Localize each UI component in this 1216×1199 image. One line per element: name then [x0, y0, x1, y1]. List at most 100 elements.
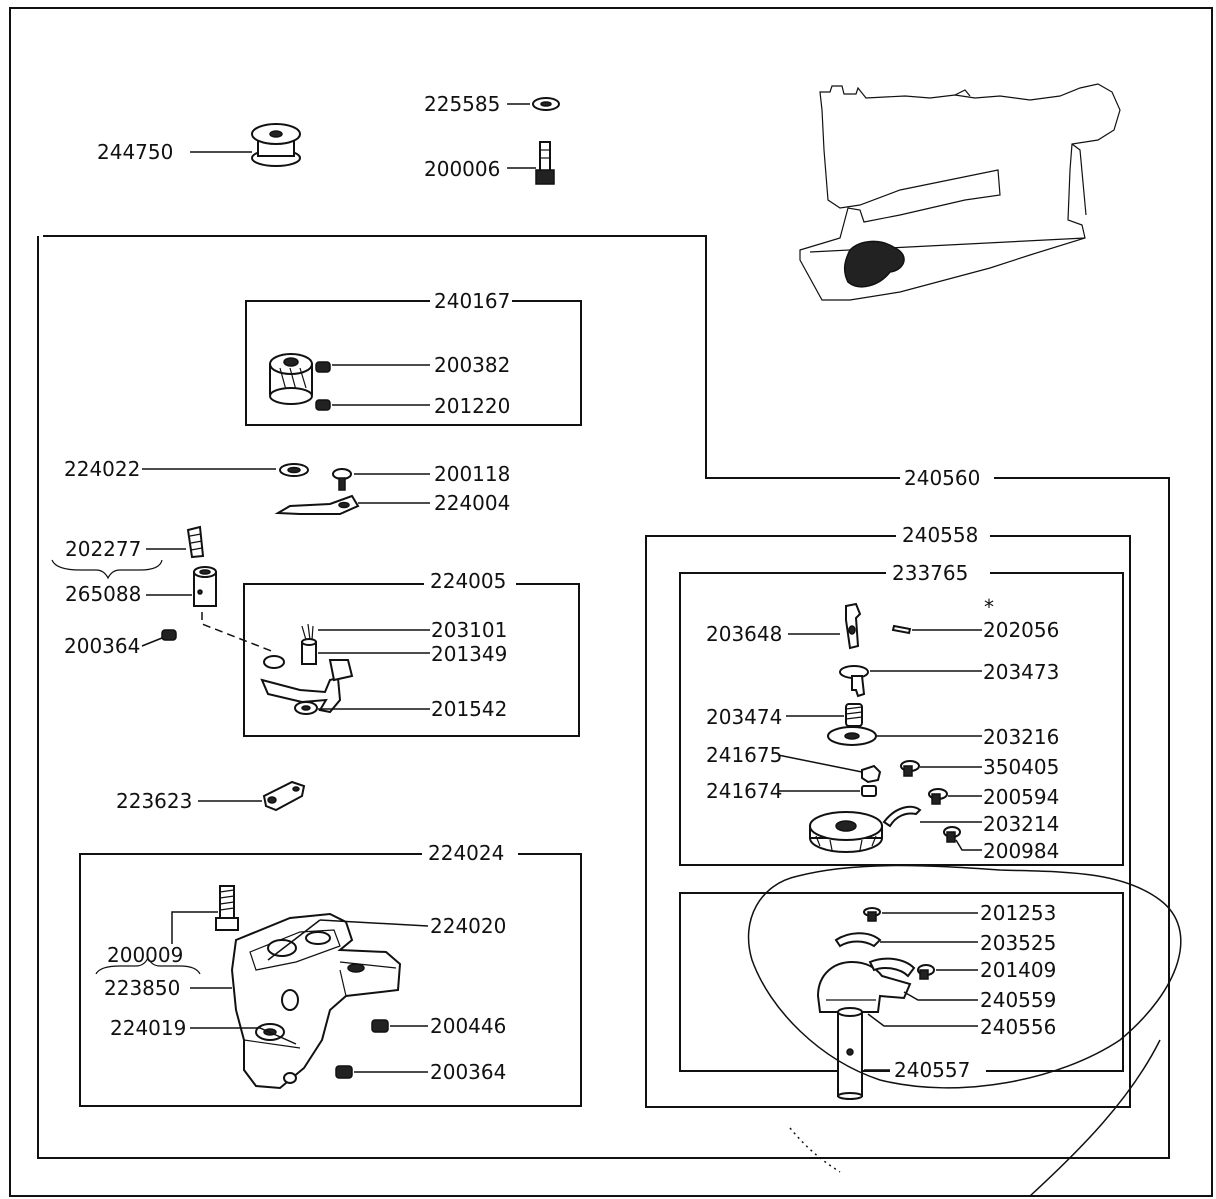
label-225585: 225585 — [424, 92, 500, 116]
bobbin-case-233765 — [809, 811, 883, 853]
label-224019: 224019 — [110, 1016, 186, 1040]
label-203473: 203473 — [983, 660, 1059, 684]
bolt-200009 — [215, 885, 239, 931]
link-223623 — [262, 780, 306, 812]
gib-203525 — [834, 932, 882, 948]
label-202056: 202056 — [983, 618, 1059, 642]
label-240558: 240558 — [902, 523, 978, 547]
hook-240556 — [816, 957, 916, 1100]
label-240557: 240557 — [894, 1058, 970, 1082]
label-200006: 200006 — [424, 157, 500, 181]
leader-224020-a — [267, 919, 321, 961]
leader-241675 — [777, 754, 863, 773]
screw-201409 — [917, 964, 935, 980]
group-240558-box — [645, 535, 1131, 1108]
leader-200984 — [955, 839, 982, 851]
label-203474: 203474 — [706, 705, 782, 729]
label-200382: 200382 — [434, 353, 510, 377]
label-241674: 241674 — [706, 779, 782, 803]
hook-base-223850 — [230, 912, 402, 1090]
label-203216: 203216 — [983, 725, 1059, 749]
hand-drawn-circle — [747, 864, 1182, 1089]
washer-224022 — [279, 463, 309, 477]
pin-202056 — [891, 624, 912, 635]
washer-225585 — [532, 97, 560, 111]
group-240167-box — [245, 300, 582, 426]
label-203648: 203648 — [706, 622, 782, 646]
label-201220: 201220 — [434, 394, 510, 418]
group-224024-box — [79, 853, 582, 1107]
label-223623: 223623 — [116, 789, 192, 813]
label-200364-a: 200364 — [64, 634, 140, 658]
leader-240559 — [903, 991, 978, 1001]
lever-224005 — [260, 655, 354, 714]
label-203525: 203525 — [980, 931, 1056, 955]
latch-203648 — [845, 602, 862, 650]
outer-frame — [9, 7, 1213, 1197]
leader-224019 — [190, 1027, 297, 1045]
wick-202277 — [186, 525, 205, 559]
screw-200364-b — [335, 1065, 353, 1079]
nut-201542 — [294, 701, 318, 715]
label-240167: 240167 — [434, 289, 510, 313]
label-224004: 224004 — [434, 491, 510, 515]
label-201253: 201253 — [980, 901, 1056, 925]
label-200364-b: 200364 — [430, 1060, 506, 1084]
tube-201349 — [301, 638, 317, 665]
label-240559: 240559 — [980, 988, 1056, 1012]
group-240560-outline — [37, 235, 1170, 1159]
alignment-dashed-line — [201, 612, 275, 653]
leader-200364-a — [141, 637, 163, 647]
spring-203214 — [882, 805, 922, 828]
label-200446: 200446 — [430, 1014, 506, 1038]
label-350405: 350405 — [983, 755, 1059, 779]
label-224022: 224022 — [64, 457, 140, 481]
label-224020: 224020 — [430, 914, 506, 938]
label-200594: 200594 — [983, 785, 1059, 809]
label-240560: 240560 — [904, 466, 980, 490]
hand-drawn-stroke-right — [1029, 1039, 1161, 1197]
label-200009: 200009 — [107, 943, 183, 967]
screw-201220 — [315, 399, 331, 411]
screw-200364-a — [161, 629, 177, 641]
leader-240556 — [867, 1013, 978, 1027]
label-223850: 223850 — [104, 976, 180, 1000]
screw-200446 — [371, 1019, 389, 1033]
screw-201253 — [863, 907, 881, 922]
screw-200118 — [332, 468, 352, 491]
label-233765: 233765 — [892, 561, 968, 585]
spring-203474 — [845, 703, 863, 727]
screw-200984 — [943, 826, 961, 843]
label-200984: 200984 — [983, 839, 1059, 863]
gear-240167 — [269, 353, 313, 405]
screw-200594 — [928, 788, 948, 805]
label-201542: 201542 — [431, 697, 507, 721]
plate-224004 — [274, 494, 360, 515]
wick-203101 — [301, 623, 314, 641]
disc-203216 — [827, 726, 877, 746]
sewing-machine-illustration — [799, 83, 1121, 301]
leader-200009 — [171, 911, 218, 944]
bobbin-244750 — [251, 123, 301, 167]
label-240556: 240556 — [980, 1015, 1056, 1039]
label-224005: 224005 — [430, 569, 506, 593]
asterisk-mark: * — [984, 595, 994, 619]
clip-241675 — [861, 764, 882, 784]
label-200118: 200118 — [434, 462, 510, 486]
group-224005-box — [243, 583, 580, 737]
part-203473 — [839, 665, 869, 698]
label-201409: 201409 — [980, 958, 1056, 982]
label-203214: 203214 — [983, 812, 1059, 836]
label-202277: 202277 — [65, 537, 141, 561]
label-241675: 241675 — [706, 743, 782, 767]
label-224024: 224024 — [428, 841, 504, 865]
label-201349: 201349 — [431, 642, 507, 666]
label-203101: 203101 — [431, 618, 507, 642]
clip-241674 — [861, 785, 877, 797]
brace-202277-265088 — [51, 559, 163, 580]
screw-200006 — [535, 141, 555, 185]
leader-224020 — [319, 919, 429, 927]
sleeve-265088 — [193, 566, 217, 607]
label-265088: 265088 — [65, 582, 141, 606]
